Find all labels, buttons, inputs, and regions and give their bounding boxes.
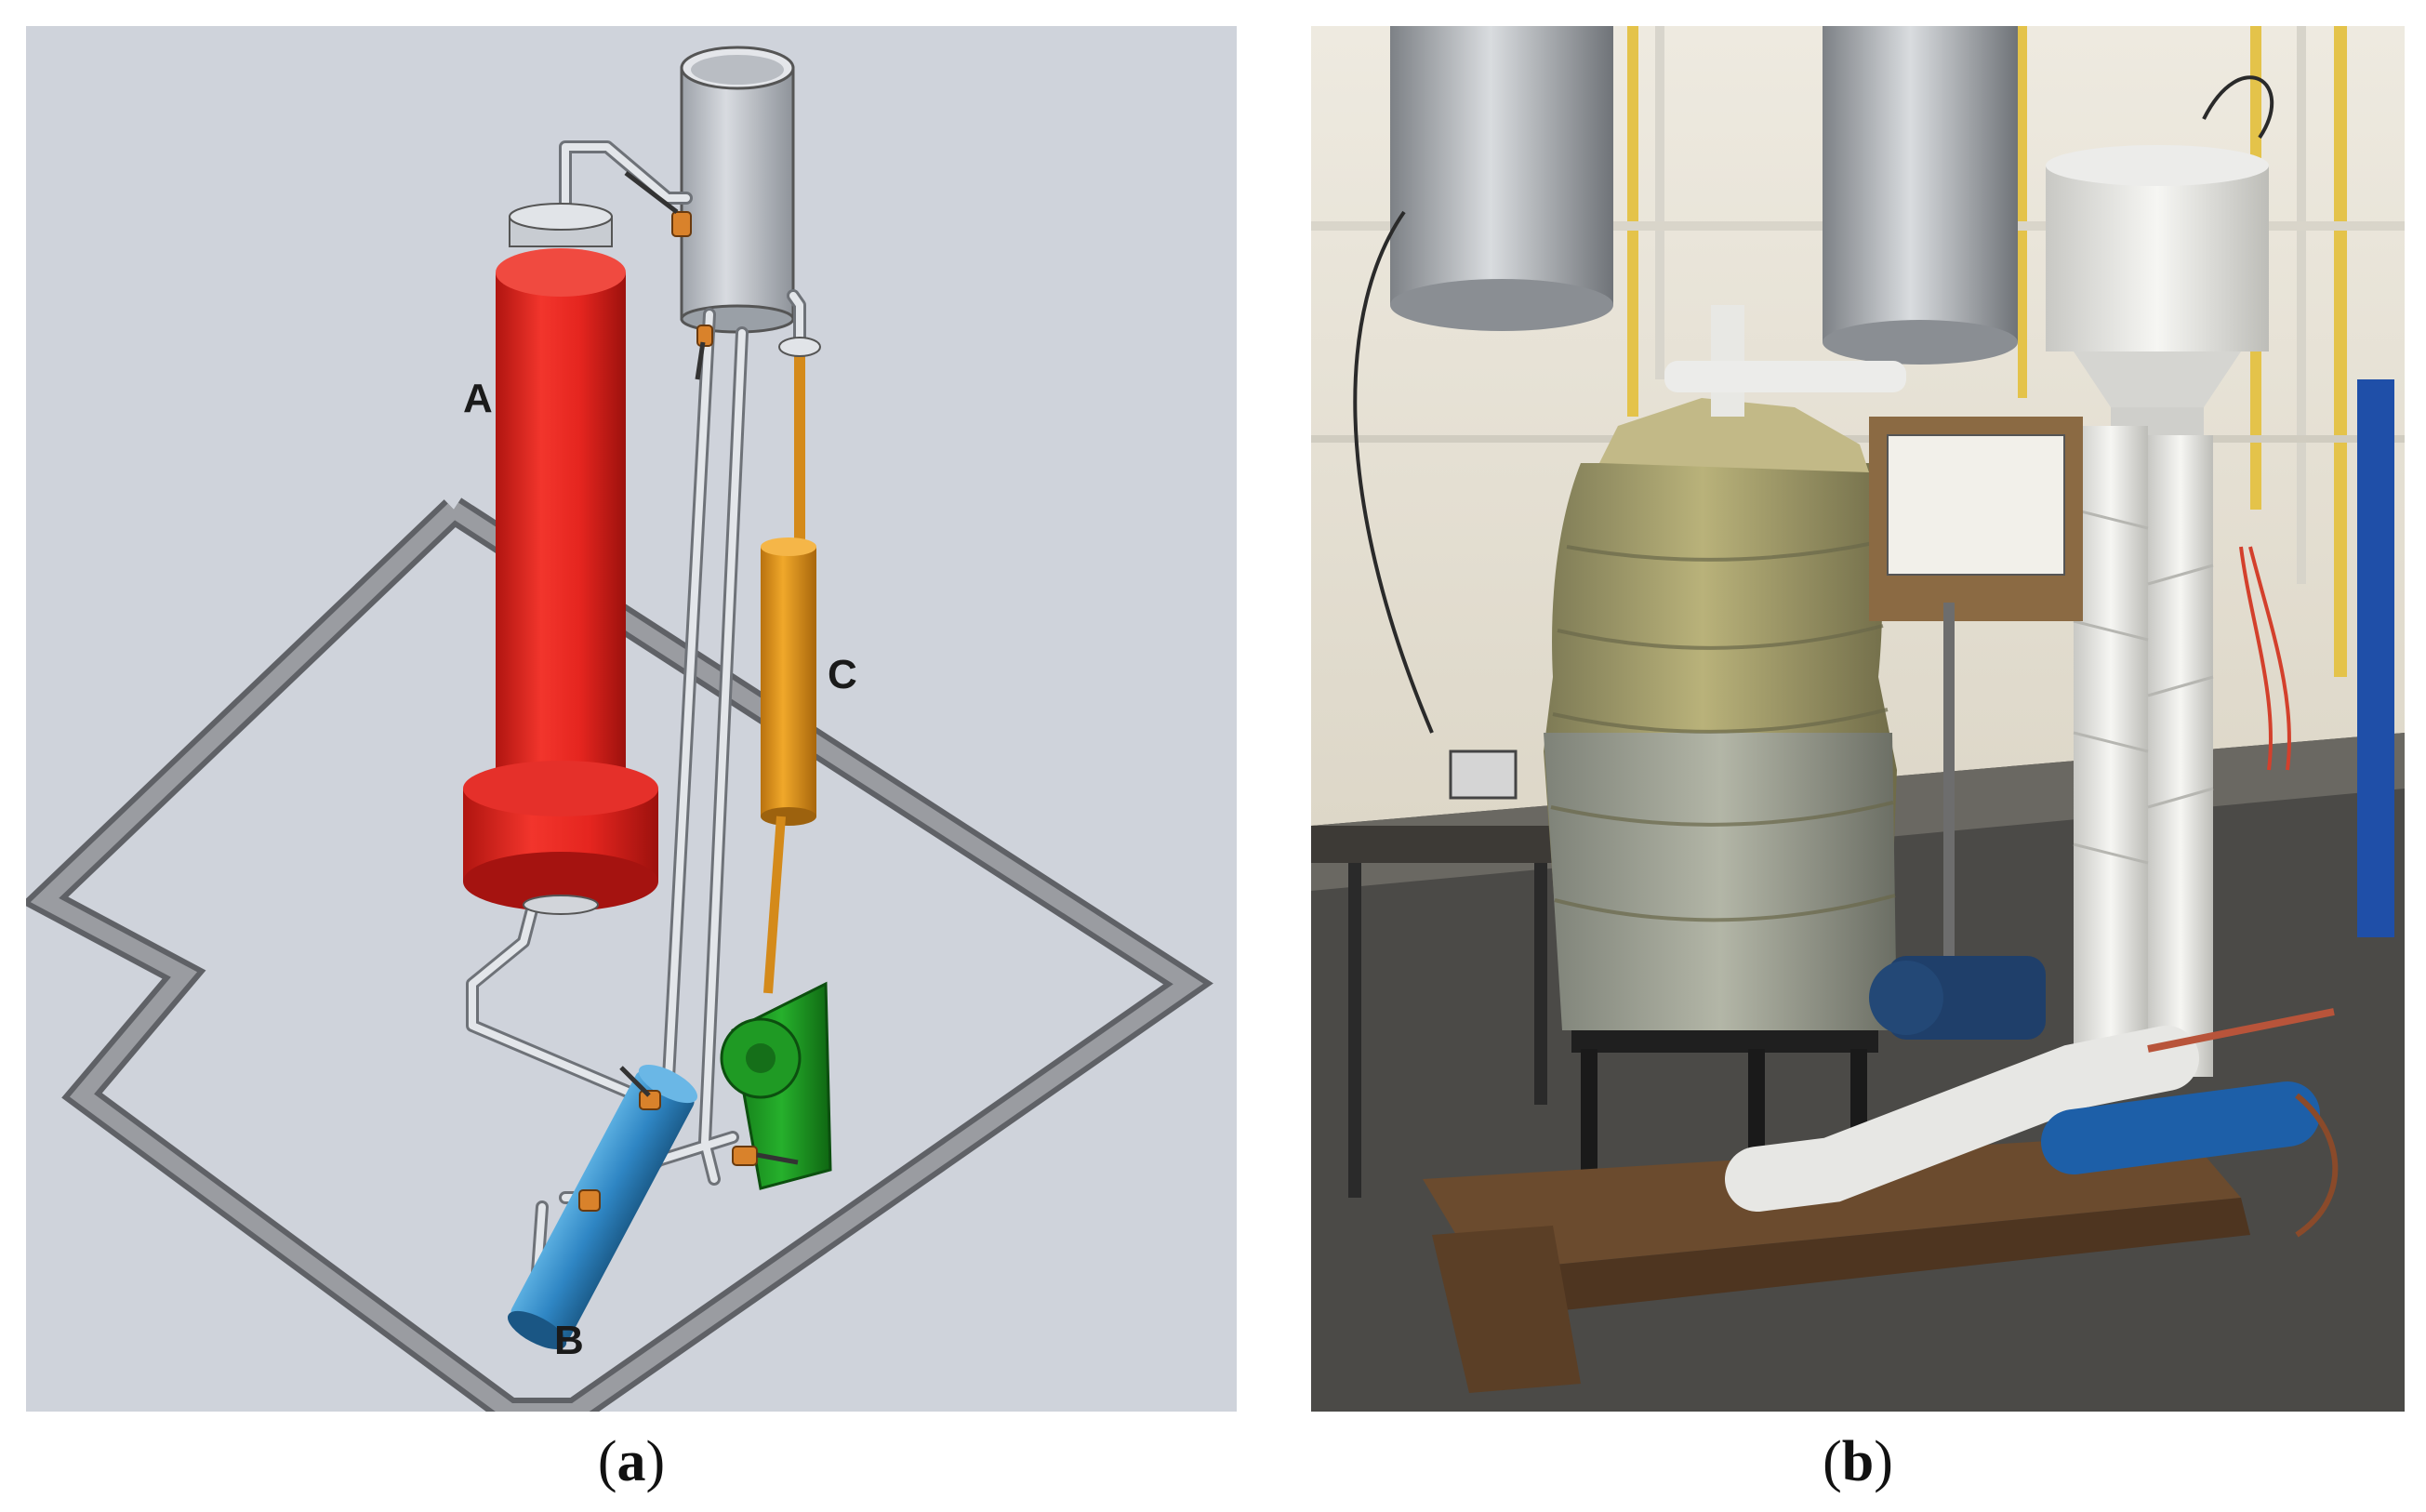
caption-b-open: ( [1823, 1430, 1842, 1493]
label-c: C [828, 652, 857, 697]
vessel-b [507, 1064, 698, 1350]
caption-b-letter: b [1841, 1430, 1875, 1493]
label-a: A [463, 376, 493, 421]
insulated-column [2073, 426, 2214, 1077]
upper-tank [680, 46, 795, 334]
pump [720, 981, 832, 1190]
pump-motor [1869, 956, 2046, 1040]
cad-rendering-panel: A B C [26, 26, 1237, 1412]
caption-a-letter: a [616, 1430, 646, 1493]
instrument-board [1869, 417, 2083, 956]
vessel-a [463, 203, 658, 915]
caption-b: (b) [1311, 1425, 2405, 1499]
caption-a-open: ( [597, 1430, 617, 1493]
caption-a-close: ) [645, 1430, 666, 1493]
cables [1353, 75, 2291, 771]
floor-frame [26, 497, 1213, 1412]
ceiling-ducts [1390, 26, 2018, 365]
top-cylinder [2046, 145, 2269, 444]
cad-drawing: A B C [26, 46, 1213, 1412]
insulated-vessel [1544, 305, 1906, 1030]
label-b: B [554, 1318, 584, 1363]
lower-piping [1725, 1008, 2339, 1238]
setup-photo [1311, 26, 2405, 1412]
caption-b-close: ) [1874, 1430, 1893, 1493]
workbench [1311, 749, 1571, 1198]
vessel-c [761, 337, 821, 994]
valves [578, 171, 799, 1212]
caption-a: (a) [26, 1425, 1237, 1499]
photo-panel [1311, 26, 2405, 1412]
